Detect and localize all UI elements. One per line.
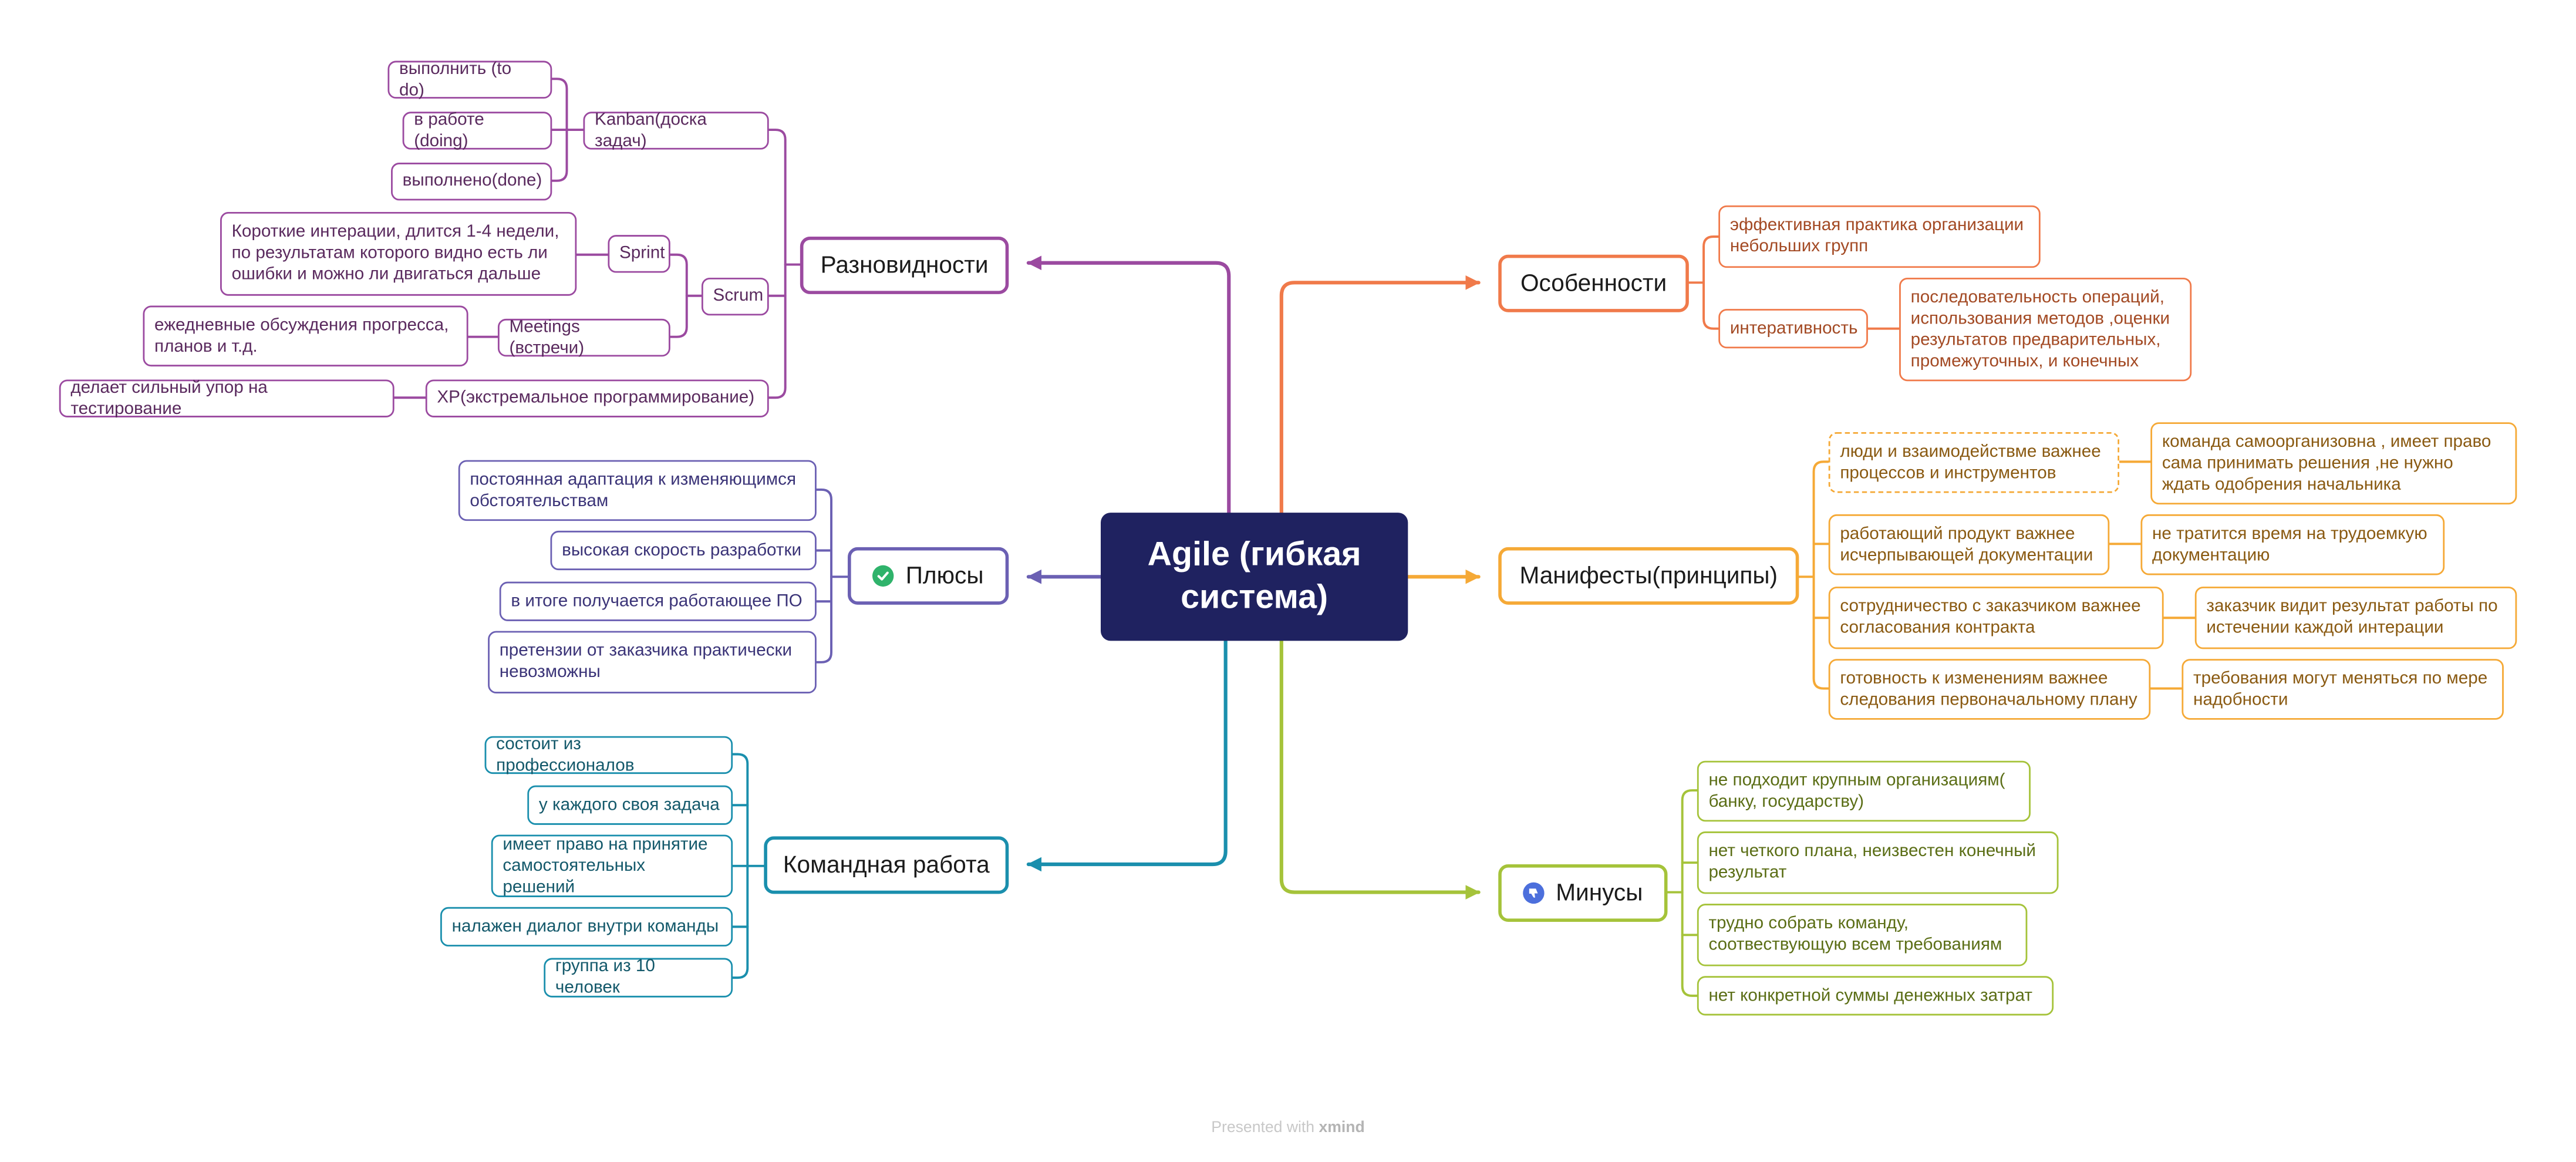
manifest-principle-3[interactable]: сотрудничество с заказчиком важнее согла… [1828,587,2164,649]
link-razno-bracket [767,129,787,399]
xp-node[interactable]: XP(экстремальное программирование) [425,379,769,417]
link-root-komanda [1026,639,1228,872]
plusy-item-1[interactable]: постоянная адаптация к изменяющимся обст… [458,460,817,521]
manifest-note-1[interactable]: команда самоорганизовна , имеет право са… [2150,422,2517,505]
topic-manifesty[interactable]: Манифесты(принципы) [1498,547,1799,605]
topic-raznovidnosti-label: Разновидности [820,252,989,279]
minusy-item-2[interactable]: нет четкого плана, неизвестен конечный р… [1697,831,2059,894]
topic-osobennosti[interactable]: Особенности [1498,254,1689,312]
meetings-description[interactable]: ежедневные обсуждения прогресса, планов … [143,305,468,367]
topic-minusy[interactable]: Минусы [1498,864,1668,922]
manifest-principle-2[interactable]: работающий продукт важнее исчерпывающей … [1828,514,2110,575]
check-circle-icon [872,565,895,587]
xp-description[interactable]: делает сильный упор на тестирование [59,377,395,418]
link-osob-bracket [1702,235,1720,330]
komanda-item-2[interactable]: у каждого своя задача [527,785,733,825]
link-minusy-bracket [1681,789,1698,997]
plusy-item-2[interactable]: высокая скорость разработки [550,530,817,571]
link-plusy-bracket [815,488,832,663]
kanban-node[interactable]: Kanban(доска задач) [583,109,769,150]
manifest-note-4[interactable]: требования могут меняться по мере надобн… [2181,659,2504,720]
topic-manifesty-label: Манифесты(принципы) [1519,563,1778,590]
sprint-description[interactable]: Короткие интерации, длится 1-4 недели, п… [220,212,577,296]
sprint-node[interactable]: Sprint [608,235,670,273]
footer-prefix: Presented with [1211,1119,1315,1137]
topic-komandnaya-rabota-label: Командная работа [783,852,990,878]
topic-raznovidnosti[interactable]: Разновидности [800,236,1009,294]
topic-plusy-label: Плюсы [905,563,984,590]
osob-iterativnost[interactable]: интеративность [1718,309,1868,349]
minusy-item-3[interactable]: трудно собрать команду, соотвествующую в… [1697,904,2028,966]
komanda-item-1[interactable]: состоит из профессионалов [484,734,733,774]
plusy-item-3[interactable]: в итоге получается работающее ПО [499,581,817,621]
link-scrum-bracket [669,253,688,338]
manifest-principle-1[interactable]: люди и взаимодействме важнее процессов и… [1828,432,2120,493]
meetings-node[interactable]: Meetings (встречи) [497,316,670,358]
link-manif-bracket [1812,460,1830,690]
komanda-item-4[interactable]: налажен диалог внутри команды [440,907,733,947]
kanban-todo[interactable]: выполнить (to do) [387,58,552,99]
link-root-osob [1279,275,1481,515]
footer-watermark: Presented with xmind [1150,1119,1426,1137]
link-root-minusy [1279,639,1481,900]
minusy-item-4[interactable]: нет конкретной суммы денежных затрат [1697,976,2054,1016]
topic-plusy[interactable]: Плюсы [848,547,1009,605]
link-root-razno [1026,255,1231,515]
osob-iterativnost-description[interactable]: последовательность операций, использован… [1899,277,2192,382]
xmind-brand: xmind [1319,1119,1365,1137]
osob-practice[interactable]: эффективная практика организации небольш… [1718,205,2041,268]
manifest-note-2[interactable]: не тратится время на трудоемкую документ… [2140,514,2445,575]
topic-minusy-label: Минусы [1556,880,1643,907]
komanda-item-5[interactable]: группа из 10 человек [544,956,733,998]
manifest-note-3[interactable]: заказчик видит результат работы по истеч… [2194,587,2517,649]
central-topic[interactable]: Agile (гибкая система) [1100,513,1408,641]
kanban-doing[interactable]: в работе (doing) [402,109,552,150]
scrum-node[interactable]: Scrum [701,277,769,316]
komanda-item-3[interactable]: имеет право на принятие самостоятельных … [491,834,733,897]
kanban-done[interactable]: выполнено(done) [391,163,552,201]
plusy-item-4[interactable]: претензии от заказчика практически невоз… [488,631,817,693]
minusy-item-1[interactable]: не подходит крупным организациям( банку,… [1697,760,2031,822]
topic-osobennosti-label: Особенности [1520,270,1667,297]
thumbs-down-icon [1523,882,1545,904]
topic-komandnaya-rabota[interactable]: Командная работа [764,836,1009,894]
manifest-principle-4[interactable]: готовность к изменениям важнее следовани… [1828,659,2151,720]
